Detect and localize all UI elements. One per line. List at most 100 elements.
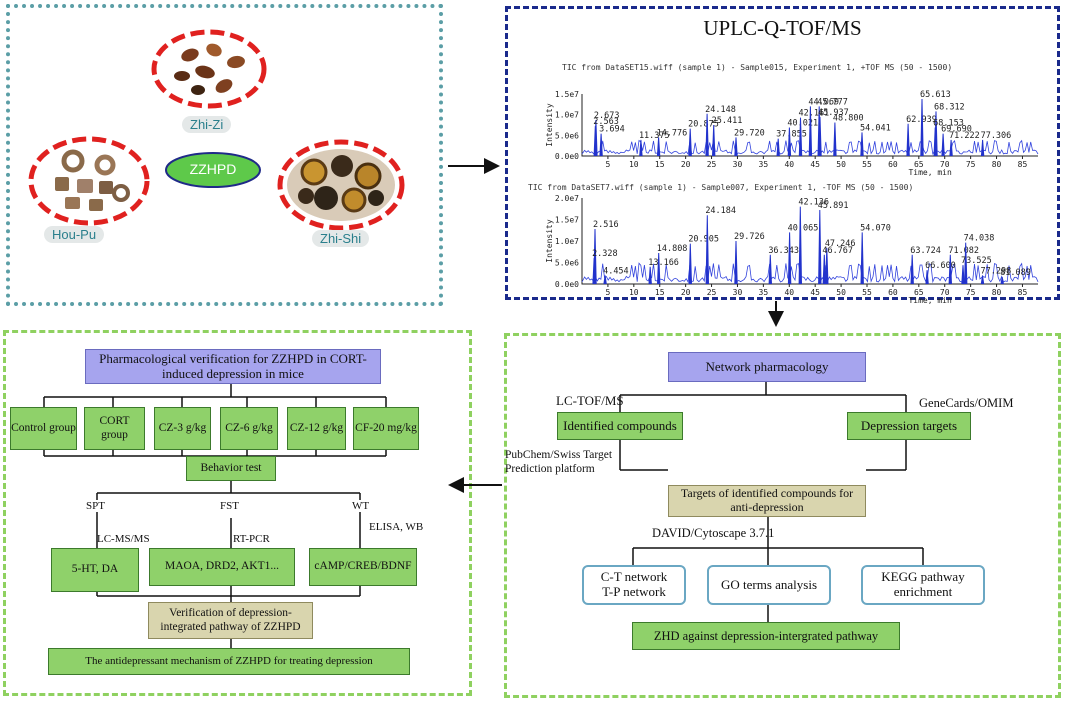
x-tick-label: 80 <box>992 288 1002 297</box>
peak-mark <box>961 265 965 285</box>
peak-mark <box>949 139 953 157</box>
peak-label: 63.724 <box>910 246 941 256</box>
depression-targets-box: Depression targets <box>847 412 971 440</box>
kegg-box: KEGG pathway enrichment <box>861 565 985 605</box>
y-tick-label: 0.0e0 <box>555 280 579 289</box>
x-tick-label: 10 <box>629 160 639 169</box>
peak-label: 29.720 <box>734 128 765 138</box>
x-tick-label: 70 <box>940 288 950 297</box>
peak-label: 25.411 <box>712 116 743 126</box>
x-tick-label: 20 <box>681 160 691 169</box>
peak-mark <box>776 138 780 157</box>
peak-mark <box>910 254 914 285</box>
axis-lines <box>581 94 1038 157</box>
axis-lines <box>581 198 1038 285</box>
zhd-pathway-box: ZHD against depression-intergrated pathw… <box>632 622 900 650</box>
zhizi-label: Zhi-Zi <box>182 116 232 133</box>
peak-label: 45.777 <box>817 97 848 107</box>
peak-mark <box>822 254 826 285</box>
ms-title: UPLC-Q-TOF/MS <box>703 16 862 40</box>
lctof-label: LC-TOF/MS <box>556 393 624 408</box>
peak-label: 68.312 <box>934 102 965 112</box>
x-tick-label: 25 <box>707 288 717 297</box>
peak-mark <box>798 206 802 285</box>
peak-label: 40.021 <box>787 118 818 128</box>
peak-mark <box>712 124 716 157</box>
rtpcr-label: RT-PCR <box>233 533 270 545</box>
pharm-title-box: Pharmacological verification for ZZHPD i… <box>85 349 381 384</box>
go-analysis-box: GO terms analysis <box>707 565 831 605</box>
peak-mark <box>920 98 924 157</box>
x-tick-label: 60 <box>888 288 898 297</box>
zzhpd-label: ZZHPD <box>189 161 237 177</box>
compound-targets-box: Targets of identified compounds for anti… <box>668 485 866 517</box>
peak-mark <box>798 117 803 157</box>
peak-label: 48.800 <box>833 114 864 124</box>
x-tick-label: 20 <box>681 288 691 297</box>
peak-mark <box>980 139 985 157</box>
y-tick-label: 5.0e6 <box>555 259 579 268</box>
peak-mark <box>603 275 607 285</box>
peak-label: 4.454 <box>603 266 629 276</box>
x-tick-label: 65 <box>914 288 924 297</box>
peak-label: 42.161 <box>798 109 829 119</box>
peak-mark <box>657 252 661 285</box>
y-tick-label: 1.5e7 <box>555 216 579 225</box>
fst-label: FST <box>220 500 239 512</box>
pharm-panel <box>3 330 472 696</box>
peak-mark <box>948 254 952 285</box>
y-tick-label: 1.0e7 <box>555 111 579 120</box>
peak-mark <box>906 123 910 157</box>
peak-label: 24.184 <box>705 206 736 216</box>
peak-mark <box>648 266 652 285</box>
x-tick-label: 55 <box>862 288 872 297</box>
houpu-image <box>28 136 150 226</box>
wt-label: WT <box>352 500 370 512</box>
y-axis-label: Intensity <box>545 219 554 263</box>
peak-mark <box>639 139 643 157</box>
genecards-label: GeneCards/OMIM <box>919 396 1014 410</box>
peak-mark <box>818 116 822 157</box>
peak-mark <box>592 258 596 285</box>
peak-mark <box>787 127 792 157</box>
x-tick-label: 15 <box>655 160 665 169</box>
peak-label: 71.222 <box>949 131 980 141</box>
peak-label: 20.905 <box>688 235 719 245</box>
x-tick-label: 5 <box>605 160 610 169</box>
houpu-label: Hou-Pu <box>44 226 105 243</box>
peak-mark <box>688 243 692 285</box>
peak-label: 45.891 <box>818 201 849 211</box>
identified-compounds-box: Identified compounds <box>557 412 683 440</box>
peak-mark <box>705 215 709 285</box>
peak-mark <box>860 132 864 157</box>
peak-label: 40.065 <box>788 223 819 233</box>
group-cz12: CZ-12 g/kg <box>287 407 346 450</box>
mechanism-box: The antidepressant mechanism of ZZHPD fo… <box>48 648 410 675</box>
peak-label: 24.148 <box>705 105 736 115</box>
peak-label: 13.166 <box>648 258 679 268</box>
peak-label: 14.776 <box>657 128 688 138</box>
x-axis-label: Time, min <box>908 296 952 305</box>
peak-mark <box>734 240 738 285</box>
peak-mark <box>964 242 968 285</box>
x-tick-label: 50 <box>836 288 846 297</box>
y-tick-label: 0.0e0 <box>555 152 579 161</box>
peak-label: 77.298 <box>981 266 1012 276</box>
x-tick-label: 85 <box>1018 288 1028 297</box>
peak-mark <box>925 270 929 285</box>
peak-mark <box>787 232 792 285</box>
x-tick-label: 65 <box>914 160 924 169</box>
peak-label: 3.694 <box>599 125 625 135</box>
zhishi-image <box>277 139 405 231</box>
peak-mark <box>593 126 597 157</box>
peak-label: 46.767 <box>822 246 853 256</box>
group-cz6: CZ-6 g/kg <box>220 407 278 450</box>
peak-mark <box>860 232 864 285</box>
peak-label: 65.613 <box>920 90 951 100</box>
peak-mark <box>818 209 822 285</box>
x-tick-label: 55 <box>862 160 872 169</box>
peak-label: 36.343 <box>768 246 799 256</box>
behavior-test-box: Behavior test <box>186 456 276 481</box>
group-control: Control group <box>10 407 77 450</box>
x-tick-label: 30 <box>733 288 743 297</box>
